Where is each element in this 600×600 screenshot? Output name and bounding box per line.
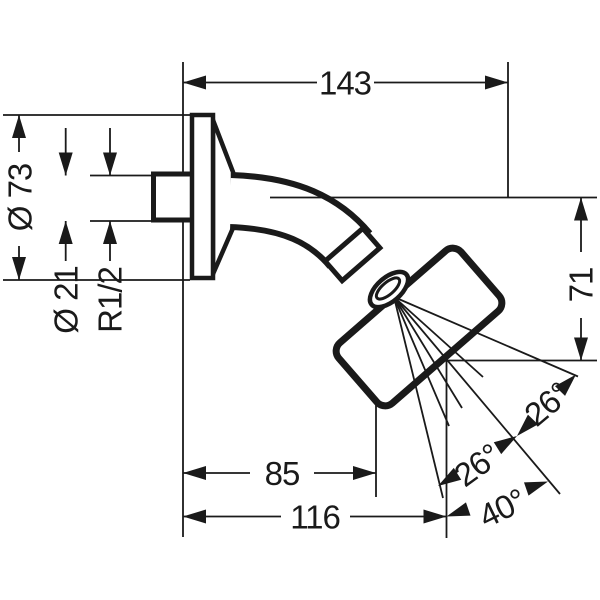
arrowhead: [183, 75, 206, 90]
dimension-71: 71: [563, 197, 600, 361]
spray-line: [393, 296, 463, 409]
dim-label-85: 85: [265, 455, 300, 492]
arrowhead: [103, 152, 117, 176]
arrowhead: [58, 221, 73, 244]
spray-line: [393, 296, 484, 378]
escutcheon-flange: [189, 112, 216, 281]
arrowhead: [103, 221, 117, 244]
ball-joint-inner-rim: [374, 276, 402, 301]
dimension-thread-r12: R1/2: [92, 128, 129, 333]
dimension-85: 85: [183, 455, 376, 492]
dimension-116: 116: [183, 499, 447, 536]
spray-line-upper: [393, 296, 579, 378]
arrowhead: [12, 115, 26, 138]
arrowhead: [485, 75, 508, 90]
spray-line-lower: [393, 296, 444, 499]
angle-26-upper: 26°: [511, 369, 582, 441]
angle-40: 40°: [444, 474, 551, 535]
arrowhead: [12, 257, 26, 280]
dim-label-diameter-73: Ø 73: [2, 164, 39, 232]
dimension-diameter-73: Ø 73: [2, 115, 39, 280]
arm-collar-nut: [321, 224, 384, 285]
arrowhead: [353, 466, 376, 480]
dim-label-116: 116: [290, 499, 340, 536]
dim-label-diameter-21: Ø 21: [48, 266, 85, 334]
spray-direction-lines: [393, 296, 579, 499]
supply-pipe-stub: [151, 171, 195, 223]
arrowhead: [574, 197, 588, 221]
dim-label-143: 143: [319, 65, 371, 102]
arrowhead: [183, 509, 206, 524]
shower-arm-fill: [228, 178, 369, 267]
arrowhead: [574, 337, 588, 361]
shower-arm: [228, 172, 411, 310]
dim-label-thread: R1/2: [92, 267, 129, 333]
spray-line-axis: [393, 296, 561, 495]
angle-label-40: 40°: [473, 481, 531, 535]
dimension-143: 143: [183, 65, 508, 102]
arrowhead: [444, 502, 471, 524]
dimension-diameter-21: Ø 21: [48, 128, 85, 334]
flange-cone: [210, 119, 236, 275]
arrowhead: [58, 152, 73, 176]
arrowhead: [183, 466, 206, 480]
dim-label-71: 71: [563, 268, 600, 303]
spray-line: [393, 296, 450, 427]
extension-lines: [3, 62, 597, 538]
arrowhead: [423, 509, 447, 524]
wall-connection: [151, 112, 236, 281]
